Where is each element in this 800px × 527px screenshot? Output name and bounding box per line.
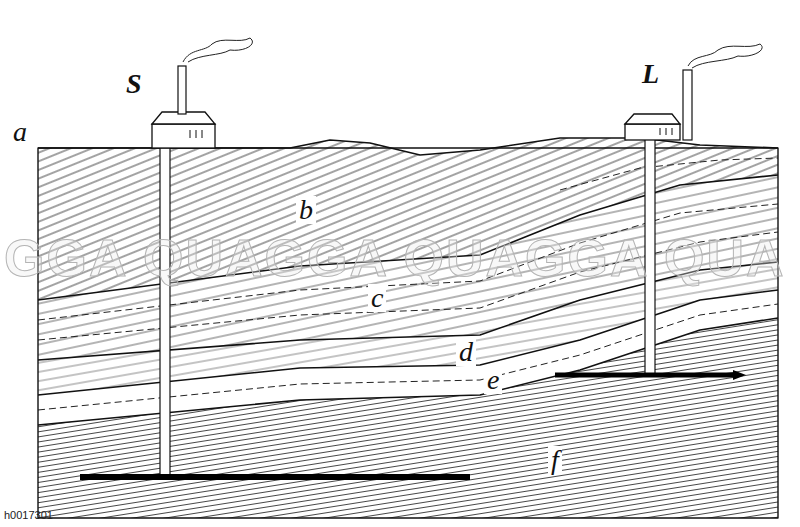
- layer-letter: f: [548, 446, 562, 474]
- plant-letter: S: [126, 70, 142, 98]
- layer-letter: b: [296, 196, 316, 224]
- image-id: h0017301: [4, 510, 53, 521]
- watermark: GGA QUAGGA QUAGGA QUA: [4, 232, 786, 284]
- layer-letter: c: [368, 284, 386, 312]
- layer-letter: d: [456, 338, 476, 366]
- level-letter: a: [10, 118, 30, 146]
- layer-letter: e: [484, 366, 502, 394]
- plant-letter: L: [642, 60, 659, 88]
